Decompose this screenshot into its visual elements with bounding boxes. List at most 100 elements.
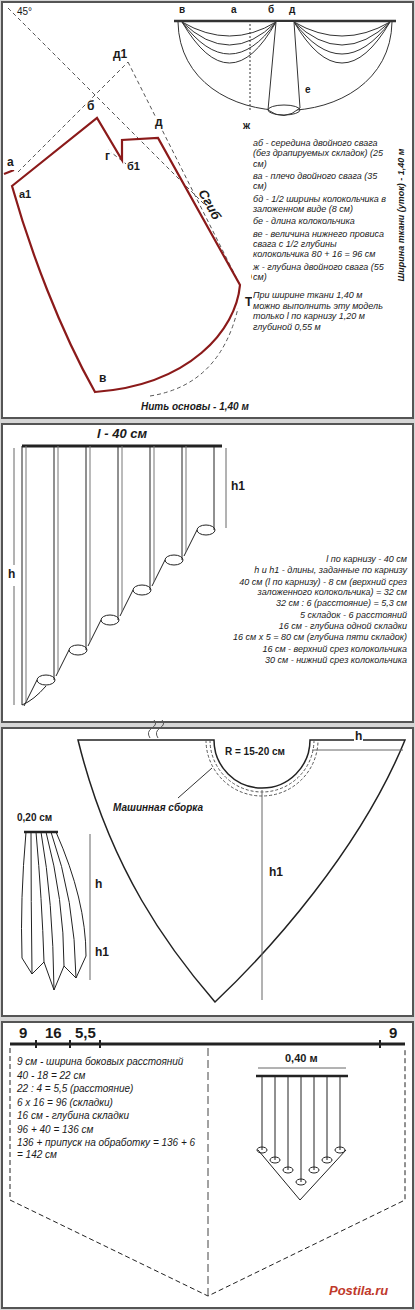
grain-label: Нить основы - 1,40 м [140,401,250,413]
key-note: ва - плечо двойного свага (35 см) [252,171,388,192]
pleat-stroke [122,446,123,612]
dimension-number: 9 [388,1024,398,1041]
small-cascade [257,1076,346,1200]
calc-note: 96 + 40 = 136 см [16,1124,201,1136]
point-letter: в [178,4,186,16]
width-label: Ширина ткани (уток) - 1,40 м [396,148,406,283]
small-cascade [22,832,87,990]
calc-note: l по карнизу - 40 см [216,554,408,564]
calc-note: 9 см - ширина боковых расстояний [16,1056,201,1068]
pleat-stroke [275,1076,276,1160]
calc-note: 136 + припуск на обработку = 136 + 6 = 1… [16,1137,201,1160]
dimension-label: 0,40 м [284,1052,319,1065]
pleat-stroke [58,446,59,672]
calc-note: 16 см - глубина складки [16,1110,201,1122]
key-note: аб - середина двойного свага (без драпир… [252,138,388,169]
dimension-label: 0,20 см [16,812,53,824]
point-letter: б [267,4,275,16]
point-letter: г [104,150,111,164]
pleat-stroke [101,615,119,625]
pleat-stroke [340,1076,341,1150]
pleat-stroke [22,956,86,990]
dimension-label: R = 15-20 см [224,746,286,758]
dimension-number: 5,5 [74,1024,97,1041]
point-letter: д [154,116,164,130]
pleat-stroke [46,832,64,966]
dimension-label: h [7,568,16,582]
swag-pattern [12,118,240,392]
point-letter: е [304,84,312,96]
watermark: Postila.ru [328,1284,389,1299]
point-letter: ж [242,120,251,132]
dimension-label: h1 [268,866,284,880]
point-letter: а [6,156,15,170]
pleat-stroke [54,446,55,680]
construction-lines [8,8,240,396]
dimension-label: h1 [94,946,110,960]
point-letter: д1 [112,48,128,62]
pleat-stroke [56,832,86,956]
pleat-stroke [86,446,87,650]
key-note: ве - величина нижнего провиса свага с 1/… [252,229,388,260]
pleat-stroke [258,1150,346,1200]
pleat-stroke [262,1076,263,1150]
key-note: бд - 1/2 ширины колокольчика в заложенно… [252,194,388,215]
calc-note: h и h1 - длины, заданные по карнизу [216,565,408,575]
pleat-stroke [22,446,46,705]
fold-label: Сгиб [194,186,224,223]
point-letter: а1 [18,188,32,201]
pleat-stroke [182,446,183,560]
pleat-stroke [296,1179,306,1185]
pleat-stroke [314,1076,315,1170]
pleat-stroke [154,446,155,582]
pleat-stroke [31,832,32,974]
pleat-stroke [36,832,44,962]
angle-label: 45° [16,6,33,18]
bell-pattern [78,740,405,1002]
dimension-label: h [354,730,363,744]
pleat-stroke [90,446,91,642]
point-letter: б1 [126,160,141,173]
pleat-stroke [270,1157,280,1163]
swag-sketch [174,21,396,116]
pleat-stroke [288,1076,289,1170]
pleat-stroke [301,1076,302,1182]
pleat-stroke [69,645,87,655]
pleat-stroke [327,1076,328,1160]
calc-note: 16 см - верхний срез колокольчика [216,644,408,654]
pleat-stroke [118,446,119,620]
pleat-stroke [214,446,215,530]
point-letter: д [288,4,296,16]
calc-note: 40 см (l по карнизу) - 8 см (верхний сре… [216,577,408,598]
pleat-stroke [22,832,27,958]
pleat-stroke [186,446,187,552]
point-letter: в [98,372,107,386]
pleat-stroke [309,1167,319,1173]
pattern-outline [10,1048,405,1296]
calc-note: 5 складок - 6 расстояний [216,610,408,620]
dimension-number: 9 [18,1024,28,1041]
calc-note: 16 см - глубина одной складки [216,621,408,631]
pleat-stroke [165,555,183,565]
dimension-label: l - 40 см [96,427,148,442]
calc-note: 22 : 4 = 5,5 (расстояние) [16,1083,201,1095]
dimension-label: h1 [230,480,246,494]
calc-note: 16 см х 5 = 80 см (глубина пяти складок) [216,632,408,642]
dimension-number: 16 [44,1024,63,1041]
leader-line [178,768,212,798]
note-text: При ширине ткани 1,40 м можно выполнить … [252,290,388,331]
pleat-stroke [133,585,151,595]
pleat-stroke [37,675,55,685]
calc-note: 6 х 16 = 96 (складки) [16,1097,201,1109]
dimension-line [226,448,227,528]
pleat-stroke [322,1157,332,1163]
pleat-stroke [26,446,27,702]
calc-note: 30 см - нижний срез колокольчика [216,655,408,665]
pleat-stroke [150,446,151,590]
dimension-label: h [94,878,103,892]
callout-text: Машинная сборка [112,802,204,814]
pleat-cascade [22,446,215,706]
